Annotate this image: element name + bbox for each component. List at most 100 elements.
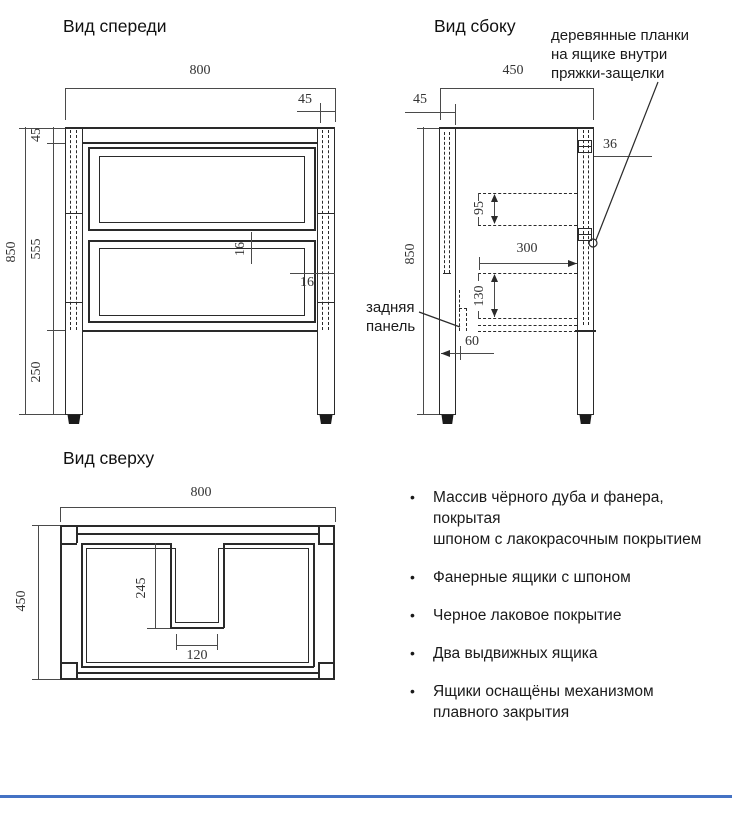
bullet-icon: • (410, 645, 415, 661)
drawer-front-1 (88, 147, 316, 231)
back-panel-hidden (466, 308, 467, 331)
notch-wall (218, 548, 219, 623)
ext-line (176, 634, 177, 650)
dim-line (494, 275, 495, 317)
front-rail-line (76, 672, 319, 674)
cabinet-top-edge (65, 127, 335, 129)
ext-line (455, 104, 456, 125)
leg-side-front (577, 330, 594, 415)
drawer-box-line (218, 548, 308, 549)
hidden-line (70, 130, 71, 330)
slide-tick (66, 213, 82, 214)
notch-bottom (175, 622, 219, 623)
dim-line (441, 353, 494, 354)
list-item: • Ящики оснащёны механизмом плавного зак… (403, 681, 708, 723)
foot-pad (579, 415, 592, 424)
hidden-line (478, 318, 577, 319)
list-item: • Черное лаковое покрытие (403, 605, 708, 626)
dim-line (25, 127, 26, 415)
front-view-title: Вид спереди (63, 16, 167, 36)
drawer-box-line (81, 666, 314, 668)
bullet-icon: • (410, 607, 415, 623)
dim-line (479, 263, 577, 264)
drawer-box-line (81, 543, 83, 667)
side-dim-60: 60 (465, 334, 479, 349)
front-dim-850: 850 (4, 241, 19, 263)
side-dim-450: 450 (502, 63, 524, 78)
drawer-front-2-inner (99, 248, 305, 316)
slide-tick (443, 273, 451, 274)
side-dim-850: 850 (403, 243, 418, 265)
list-item: • Фанерные ящики с шпоном (403, 567, 708, 588)
hidden-line (478, 225, 577, 226)
top-dim-800: 800 (190, 485, 212, 500)
feature-text: Черное лаковое покрытие (433, 607, 622, 624)
top-rail-line (83, 142, 317, 144)
hidden-line (478, 193, 577, 194)
foot-pad (67, 415, 81, 424)
top-dim-120: 120 (186, 648, 208, 663)
ext-line (32, 679, 60, 680)
slide-tick (318, 302, 334, 303)
leader-line (594, 156, 652, 157)
hidden-line (478, 325, 577, 326)
dim-line (38, 525, 39, 680)
drawer-box-line (313, 543, 315, 667)
drawer-front-2 (88, 240, 316, 323)
hidden-line (478, 331, 577, 332)
feature-text: Массив чёрного дуба и фанера, покрытая ш… (433, 489, 702, 548)
leg-side-back (439, 128, 456, 415)
ext-line (217, 634, 218, 650)
feature-text: Ящики оснащёны механизмом плавного закры… (433, 683, 654, 721)
notch-bottom (170, 627, 224, 629)
back-panel-hidden (459, 290, 460, 331)
ext-line (47, 330, 65, 331)
bullet-icon: • (410, 569, 415, 585)
ext-line (417, 414, 441, 415)
ext-line (478, 311, 479, 319)
drawer-box-line (223, 543, 313, 545)
bullet-icon: • (410, 489, 415, 505)
dim-line (405, 112, 455, 113)
feature-text: Фанерные ящики с шпоном (433, 569, 631, 586)
drawer-box-line (86, 548, 87, 662)
foot-pad (441, 415, 454, 424)
dim-line (440, 88, 593, 89)
dim-tick (147, 628, 170, 629)
list-item: • Два выдвижных ящика (403, 643, 708, 664)
ext-line (47, 143, 65, 144)
dim-line (251, 232, 252, 264)
drawer-box-line (81, 543, 170, 545)
side-dim-130: 130 (472, 285, 487, 307)
feature-list: • Массив чёрного дуба и фанера, покрытая… (403, 487, 708, 740)
ext-line (478, 273, 479, 281)
notch-wall (170, 543, 172, 628)
dim-line (65, 88, 335, 89)
ext-line (19, 414, 65, 415)
drawer-box-line (308, 548, 309, 662)
side-dim-300: 300 (516, 241, 538, 256)
dim-line (494, 195, 495, 223)
ext-line (19, 128, 65, 129)
back-panel-label: задняя панель (366, 299, 416, 335)
ext-line (335, 88, 336, 122)
side-dim-36: 36 (603, 137, 617, 152)
ext-line (60, 507, 61, 522)
latch-detail-line (578, 146, 592, 147)
front-dim-555: 555 (29, 238, 44, 260)
top-outline (60, 525, 335, 680)
latch-detail-line (578, 234, 592, 235)
side-dim-95: 95 (472, 201, 487, 215)
slide-tick (66, 302, 82, 303)
ext-line (440, 88, 441, 120)
dim-line (297, 111, 335, 112)
corner-leg (60, 543, 77, 545)
ext-line (335, 507, 336, 522)
dim-line (155, 543, 156, 628)
ext-line (417, 128, 439, 129)
list-item: • Массив чёрного дуба и фанера, покрытая… (403, 487, 708, 550)
back-panel-hidden (459, 308, 467, 309)
ext-line (460, 346, 461, 360)
side-front-column (577, 128, 594, 330)
